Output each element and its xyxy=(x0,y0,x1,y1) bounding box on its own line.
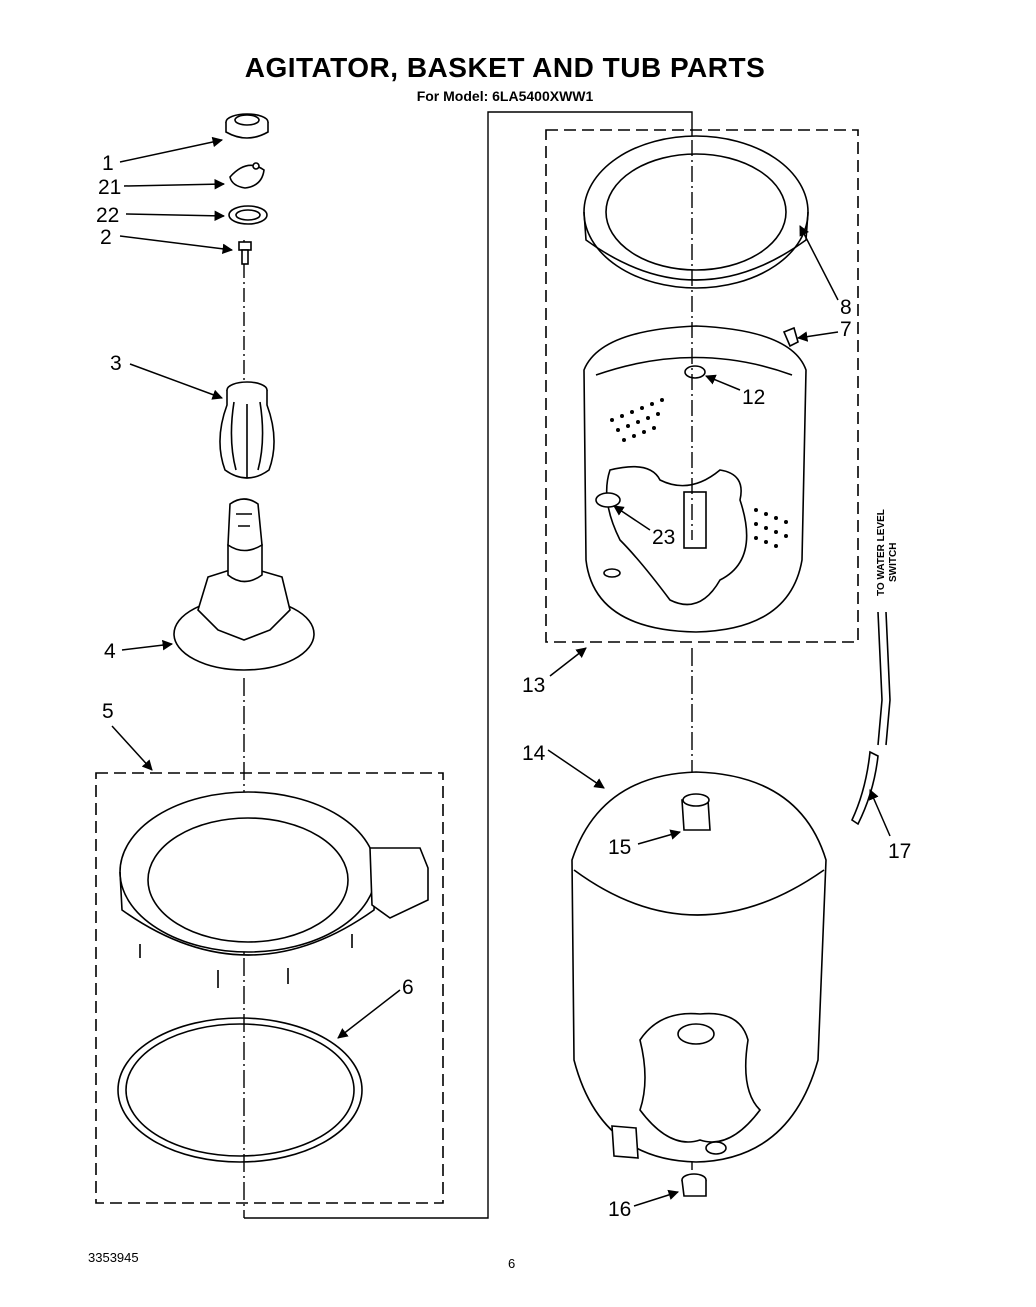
drain-plug-part xyxy=(681,1173,707,1197)
tub-ring-part xyxy=(583,135,809,289)
leader-arrows xyxy=(111,136,891,1207)
water-level-note-line1: TO WATER LEVEL xyxy=(876,509,887,596)
callout-15: 15 xyxy=(608,836,631,859)
balance-ring-part xyxy=(119,791,429,988)
callout-2: 2 xyxy=(100,226,112,249)
agitator-cap-part xyxy=(225,113,269,139)
callout-3: 3 xyxy=(110,352,122,375)
document-number: 3353945 xyxy=(88,1250,139,1265)
seal-gasket-part xyxy=(117,1017,363,1163)
page-title: AGITATOR, BASKET AND TUB PARTS xyxy=(244,52,766,83)
water-level-note-line2: SWITCH xyxy=(888,543,899,582)
seal-ring-part xyxy=(228,205,268,225)
callout-16: 16 xyxy=(608,1198,631,1221)
callout-1: 1 xyxy=(102,152,114,175)
callout-12: 12 xyxy=(742,386,765,409)
callout-6: 6 xyxy=(402,976,414,999)
agitator-part xyxy=(173,498,315,671)
bolt-part xyxy=(238,241,252,265)
callout-13: 13 xyxy=(522,674,545,697)
spin-basket-part xyxy=(583,325,807,633)
callout-22: 22 xyxy=(96,204,119,227)
tub-bearing-part xyxy=(681,793,711,831)
callout-8: 8 xyxy=(840,296,852,319)
basket-ring-group-box xyxy=(95,772,444,1204)
model-subtitle: For Model: 6LA5400XWW1 xyxy=(416,88,594,104)
agitator-cam-part xyxy=(219,381,275,479)
callout-21: 21 xyxy=(98,176,121,199)
callout-7: 7 xyxy=(840,318,852,341)
callout-23: 23 xyxy=(652,526,675,549)
page-number: 6 xyxy=(508,1256,516,1271)
basket-perforations xyxy=(610,398,788,548)
water-level-hose-part xyxy=(850,611,891,826)
callout-14: 14 xyxy=(522,742,546,765)
cap-clip-part xyxy=(229,162,265,189)
callout-4: 4 xyxy=(104,640,116,663)
basket-group-box xyxy=(545,129,859,643)
outer-tub-part xyxy=(571,771,827,1163)
callout-5: 5 xyxy=(102,700,114,723)
callout-17: 17 xyxy=(888,840,911,863)
tub-ring-clip-part xyxy=(782,326,799,348)
